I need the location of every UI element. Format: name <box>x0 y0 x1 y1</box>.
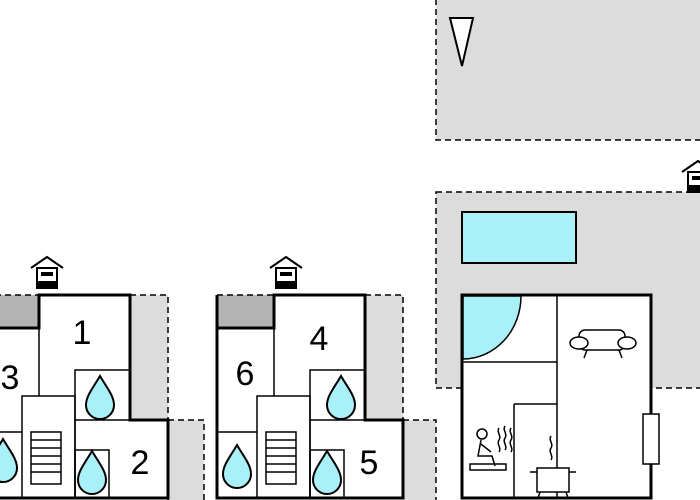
roof-area-left <box>0 294 40 329</box>
unit-left-walls <box>0 293 170 500</box>
room-label-3: 3 <box>1 359 20 397</box>
pool-door-corner <box>462 295 522 360</box>
water-drop-icon <box>222 444 252 489</box>
room-label-2: 2 <box>131 444 150 482</box>
cooking-pot-icon <box>530 435 576 499</box>
pool-icon <box>461 211 577 264</box>
stairs-icon <box>30 431 62 485</box>
terrace-left-lower <box>167 419 205 500</box>
terrace-top <box>435 0 700 141</box>
house-entrance-icon <box>30 256 64 289</box>
water-drop-icon <box>85 375 115 420</box>
room-label-1: 1 <box>73 314 92 352</box>
roof-area-mid <box>216 294 275 329</box>
room-label-4: 4 <box>310 320 329 358</box>
room-label-6: 6 <box>236 355 255 393</box>
unit-right-interior <box>463 296 558 498</box>
terrace-left-upper <box>129 294 169 421</box>
terrace-mid-lower <box>402 419 437 500</box>
water-drop-icon <box>326 375 356 420</box>
stairs-icon <box>265 431 297 485</box>
room-label-5: 5 <box>360 444 379 482</box>
radiator-icon <box>642 413 660 465</box>
water-drop-icon <box>0 438 18 483</box>
water-drop-icon <box>312 450 342 495</box>
terrace-mid-upper <box>364 294 404 421</box>
water-drop-icon <box>77 450 107 495</box>
sofa-icon <box>569 329 637 359</box>
house-entrance-icon <box>681 160 700 193</box>
north-arrow-icon <box>448 17 475 67</box>
house-entrance-icon <box>269 256 303 289</box>
sauna-icon <box>469 425 513 471</box>
